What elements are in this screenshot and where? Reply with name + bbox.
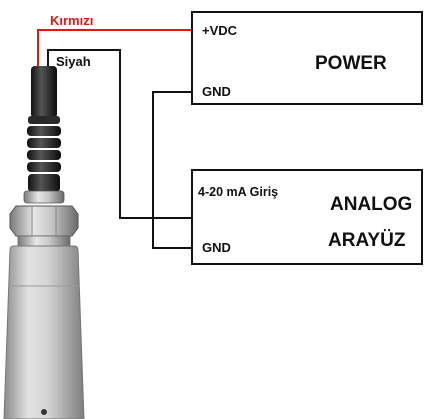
red-wire-label: Kırmızı (50, 13, 93, 28)
power-vdc-terminal: +VDC (202, 23, 238, 38)
analog-input-terminal: 4-20 mA Giriş (198, 185, 278, 199)
black-wire-label: Siyah (56, 54, 91, 69)
analog-title-line2: ARAYÜZ (328, 230, 406, 251)
analog-gnd-terminal: GND (202, 240, 231, 255)
black-wire (47, 49, 192, 219)
gnd-bridge-wire (152, 91, 192, 249)
power-title: POWER (315, 53, 387, 74)
pressure-transmitter-probe-icon (3, 66, 85, 419)
red-wire (37, 29, 192, 68)
analog-interface-box (191, 169, 423, 265)
analog-title-line1: ANALOG (330, 194, 412, 215)
power-box (191, 11, 423, 105)
power-gnd-terminal: GND (202, 84, 231, 99)
